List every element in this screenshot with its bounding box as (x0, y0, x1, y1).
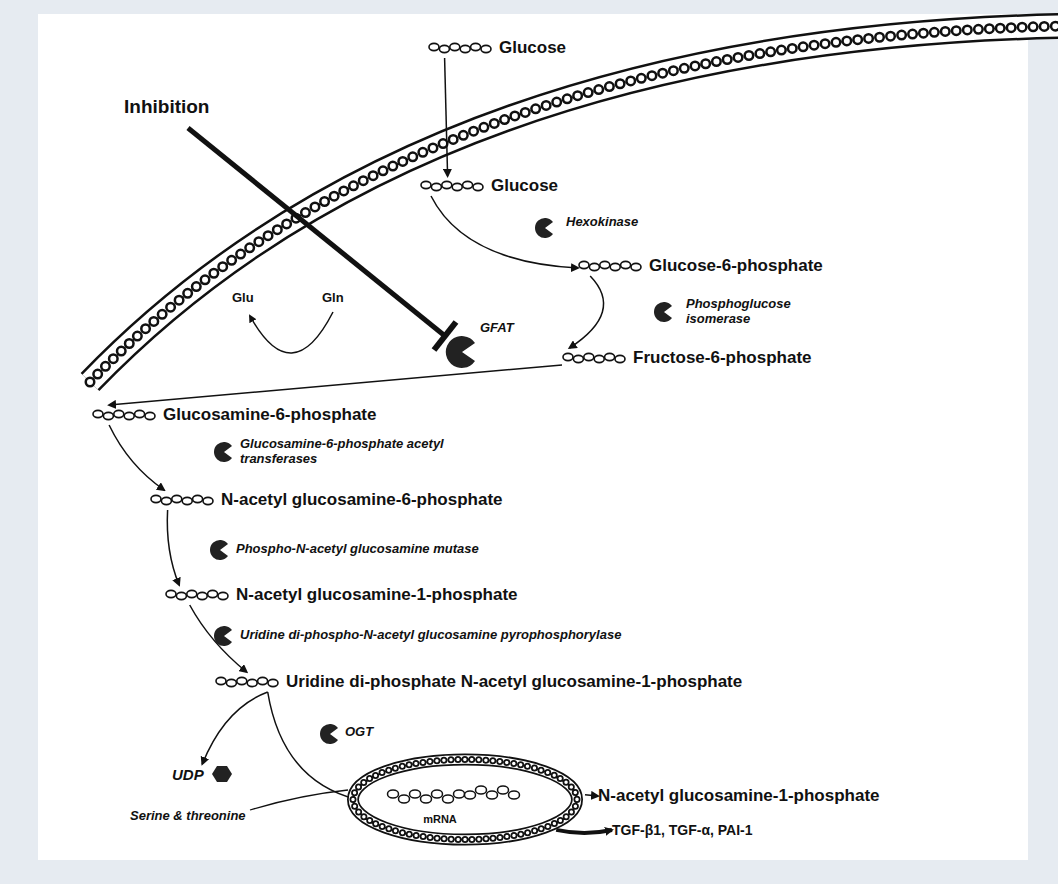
molecule-chain-icon (420, 178, 484, 194)
metabolite: Glucose (420, 176, 558, 196)
node-text: Fructose-6-phosphate (633, 348, 812, 368)
annotation-label: Glu (232, 290, 254, 305)
molecule-chain-icon (150, 492, 214, 508)
annotation-label: Inhibition (124, 96, 209, 118)
udp-hexagon-icon (211, 764, 233, 784)
node-text: Glucose (499, 38, 566, 58)
metabolite: Uridine di-phosphate N-acetyl glucosamin… (215, 672, 742, 692)
gene-products: TGF-β1, TGF-α, PAI-1 (612, 822, 753, 838)
node-text: mRNA (423, 813, 457, 825)
node-text: Glucose-6-phosphate (649, 256, 823, 276)
pathway-arrow (268, 692, 357, 800)
metabolite: N-acetyl glucosamine-1-phosphate (165, 585, 518, 605)
enzyme-label: Glucosamine-6-phosphate acetyl transfera… (240, 436, 460, 466)
metabolite: Glucosamine-6-phosphate (92, 405, 376, 425)
pathway-arrow (585, 795, 598, 796)
molecule-chain-icon (578, 258, 642, 274)
molecule-chain-icon (92, 407, 156, 423)
pathway-arrow (167, 510, 179, 585)
udp-molecule: UDP (172, 764, 233, 784)
pathway-arrow (431, 196, 578, 268)
node-text: N-acetyl glucosamine-1-phosphate (236, 585, 518, 605)
pathway-arrow (190, 605, 247, 672)
pathway-arrow (556, 830, 612, 833)
molecule-chain-icon (562, 350, 626, 366)
annotation-label: Gln (322, 290, 344, 305)
node-text: UDP (172, 766, 204, 783)
node-text: N-acetyl glucosamine-6-phosphate (221, 490, 503, 510)
molecule-chain-icon (428, 40, 492, 56)
metabolite: N-acetyl glucosamine-6-phosphate (150, 490, 503, 510)
node-text: Uridine di-phosphate N-acetyl glucosamin… (286, 672, 742, 692)
nucleus-envelope (345, 752, 585, 847)
metabolite: Glucose (428, 38, 566, 58)
node-text: N-acetyl glucosamine-1-phosphate (598, 786, 880, 806)
pathway-arrow (109, 365, 562, 405)
pathway-arrow (109, 425, 164, 490)
enzyme-label: Uridine di-phospho-N-acetyl glucosamine … (240, 627, 621, 642)
pathway-arrow (445, 58, 448, 176)
node-text: Glucose (491, 176, 558, 196)
enzyme-label: Hexokinase (566, 214, 638, 229)
node-text: TGF-β1, TGF-α, PAI-1 (612, 822, 753, 838)
enzyme-label: Phospho-N-acetyl glucosamine mutase (236, 541, 479, 556)
enzyme-label: OGT (345, 724, 373, 739)
node-text: Glucosamine-6-phosphate (163, 405, 376, 425)
enzyme-label: GFAT (480, 320, 514, 335)
enzyme-label: Phosphoglucose isomerase (686, 296, 836, 326)
molecule-chain-icon (165, 587, 229, 603)
metabolite: N-acetyl glucosamine-1-phosphate (598, 786, 880, 806)
annotation-label: Serine & threonine (130, 808, 246, 823)
pathway-arrow (570, 276, 604, 348)
molecule-chain-icon (215, 674, 279, 690)
metabolite: Glucose-6-phosphate (578, 256, 823, 276)
metabolite: Fructose-6-phosphate (562, 348, 812, 368)
background-panel (38, 14, 1028, 860)
nucleus: mRNA (345, 752, 585, 847)
pathway-arrow (202, 692, 267, 764)
